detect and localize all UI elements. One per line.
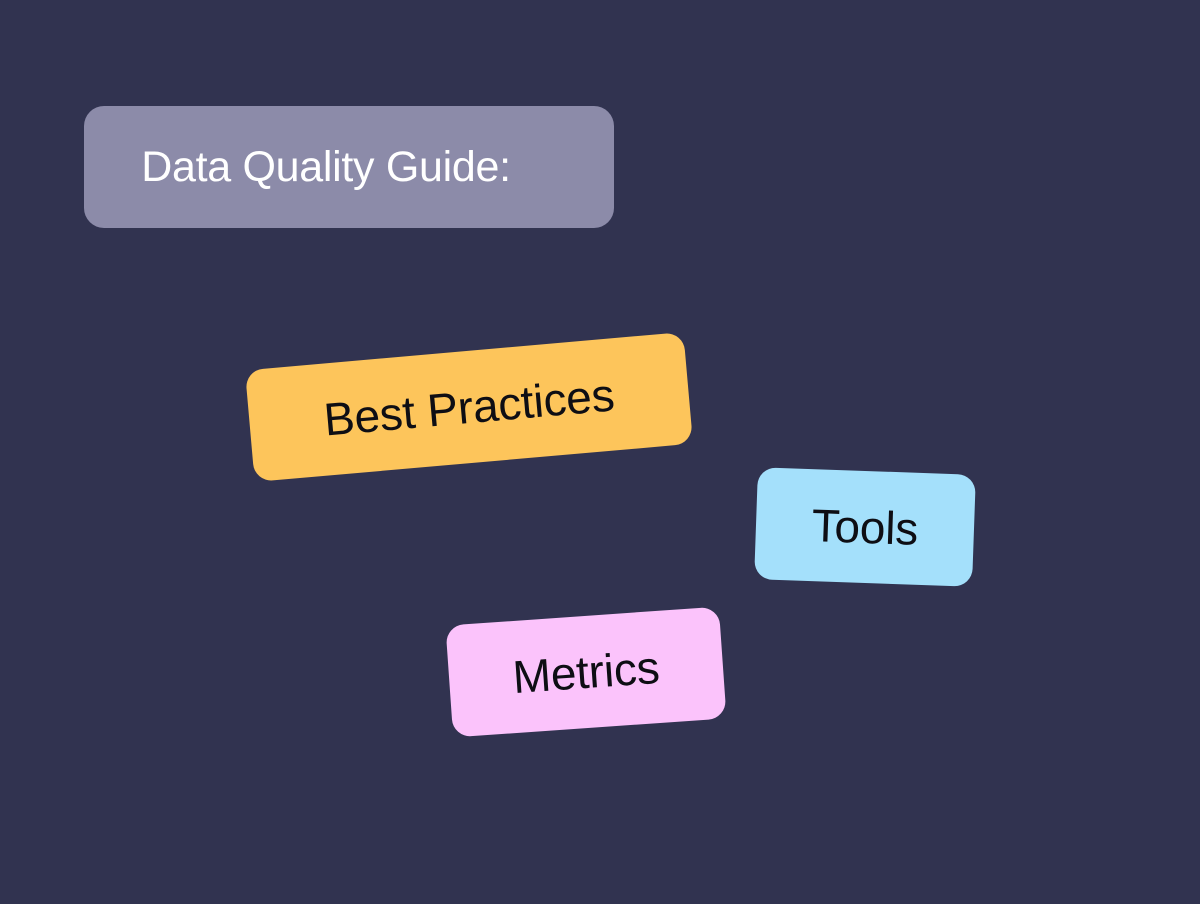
tag-tools: Tools (754, 467, 976, 587)
title-box: Data Quality Guide: (84, 106, 614, 228)
tag-best-practices-label: Best Practices (321, 368, 617, 446)
tag-best-practices: Best Practices (244, 332, 694, 482)
tag-metrics: Metrics (445, 606, 727, 738)
page-title: Data Quality Guide: (141, 142, 511, 191)
tag-metrics-label: Metrics (510, 640, 662, 704)
tag-tools-label: Tools (810, 499, 920, 555)
